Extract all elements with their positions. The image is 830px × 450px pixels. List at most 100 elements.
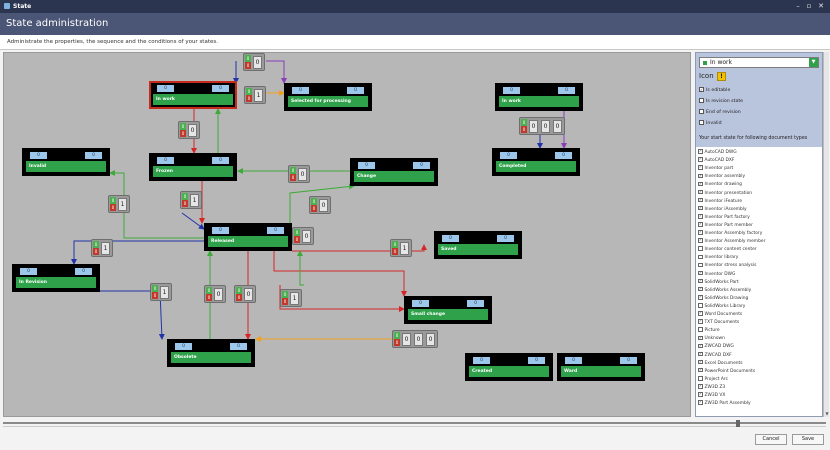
checkbox[interactable]: ✓ [698,286,703,292]
checkbox[interactable]: ✓ [698,367,703,373]
doc-type-item[interactable]: ✓ZW3D Z3 [698,384,725,392]
checkbox[interactable] [698,262,703,268]
checkbox[interactable]: ✓ [698,222,703,227]
doc-type-item[interactable]: SolidWorks Library [698,303,745,311]
document-type-list[interactable]: ✓AutoCAD DWG✓AutoCAD DXF✓Inventor part✓I… [696,147,822,416]
option-end-of-revision[interactable]: End of revision [699,108,741,117]
checkbox[interactable]: ✓ [698,392,703,397]
doc-type-item[interactable]: ✓Inventor DWG [698,270,735,279]
doc-type-item[interactable]: ✓ZWCAD DWG [698,343,734,351]
transition-arrow-1[interactable] [266,60,287,84]
zoom-slider[interactable] [3,420,826,427]
option-is-editable[interactable]: ✓Is editable [699,86,730,95]
doc-type-item[interactable]: ✓Inventor Part factory [698,214,750,222]
checkbox[interactable] [698,327,703,332]
doc-type-item[interactable]: ✓ZWCAD DXF [698,351,732,360]
checkbox[interactable] [699,109,704,114]
checkbox[interactable] [699,120,704,125]
checkbox[interactable]: ✓ [698,335,703,341]
option-is-revision-state[interactable]: Is revision state [699,97,743,106]
option-invalid[interactable]: Invalid [699,119,722,128]
doc-type-item[interactable]: Inventor stress analysis [698,262,756,270]
doc-type-item[interactable]: ✓SolidWorks Drawing [698,295,748,303]
checkbox[interactable]: ✓ [698,384,703,389]
checkbox[interactable] [698,254,703,260]
checkbox[interactable]: ✓ [698,189,703,195]
chevron-down-icon[interactable]: ▼ [809,58,818,67]
doc-type-item[interactable]: ✓SolidWorks Part [698,278,739,287]
cancel-button[interactable]: Cancel [755,434,787,445]
doc-type-item[interactable]: ✓ZW3D VX [698,392,725,400]
checkbox[interactable]: ✓ [698,173,703,179]
slider-thumb[interactable] [736,420,740,427]
doc-type-item[interactable]: ✓Inventor presentation [698,189,752,198]
doc-type-item[interactable]: ✓Word Documents [698,311,742,319]
checkbox[interactable]: ✓ [698,205,703,211]
doc-type-item[interactable]: ✓Inventor Part member [698,222,753,230]
doc-type-item[interactable]: ✓Inventor Assembly factory [698,230,762,238]
scroll-down-icon[interactable]: ▼ [825,411,829,416]
checkbox[interactable] [698,303,703,308]
checkbox[interactable]: ✓ [698,270,703,276]
warning-icon[interactable]: ! [717,72,726,81]
checkbox[interactable] [698,376,703,381]
close-button[interactable]: ✕ [818,2,824,10]
transition-arrow-13[interactable] [297,250,304,286]
checkbox[interactable]: ✓ [698,238,703,243]
doc-type-item[interactable]: ✓Unknown [698,335,725,343]
checkbox[interactable]: ✓ [698,149,703,154]
doc-type-item[interactable]: ✓Inventor Assembly member [698,238,765,246]
checkbox[interactable]: ✓ [698,197,703,203]
doc-type-item[interactable]: ✓Inventor part [698,165,733,173]
checkbox[interactable] [698,246,703,251]
checkbox[interactable]: ✓ [698,359,703,365]
vertical-scrollbar[interactable]: ▼ [823,52,829,417]
checkbox[interactable]: ✓ [698,295,703,300]
doc-type-item[interactable]: ✓Excel Documents [698,359,743,368]
checkbox[interactable]: ✓ [698,230,703,235]
transition-arrow-9[interactable] [289,183,355,223]
checkbox[interactable]: ✓ [698,311,703,316]
checkbox[interactable]: ✓ [698,165,703,170]
doc-type-item[interactable]: Inventor library [698,254,738,262]
save-button[interactable]: Save [792,434,824,445]
doc-type-item[interactable]: ✓Inventor iAssembly [698,205,747,214]
doc-type-item[interactable]: ✓PowerPoint Documents [698,367,755,376]
transition-arrow-11[interactable] [292,244,427,252]
transition-arrow-12[interactable] [273,251,407,297]
doc-type-item[interactable]: ✓AutoCAD DWG [698,149,737,157]
state-select-dropdown[interactable]: In work ▼ [699,57,819,68]
doc-type-item[interactable]: ✓Inventor drawing [698,181,742,189]
checkbox[interactable]: ✓ [698,278,703,284]
doc-type-item[interactable]: ✓Inventor assembly [698,173,745,181]
maximize-button[interactable]: ▫ [806,2,812,10]
checkbox[interactable]: ✓ [698,351,703,357]
